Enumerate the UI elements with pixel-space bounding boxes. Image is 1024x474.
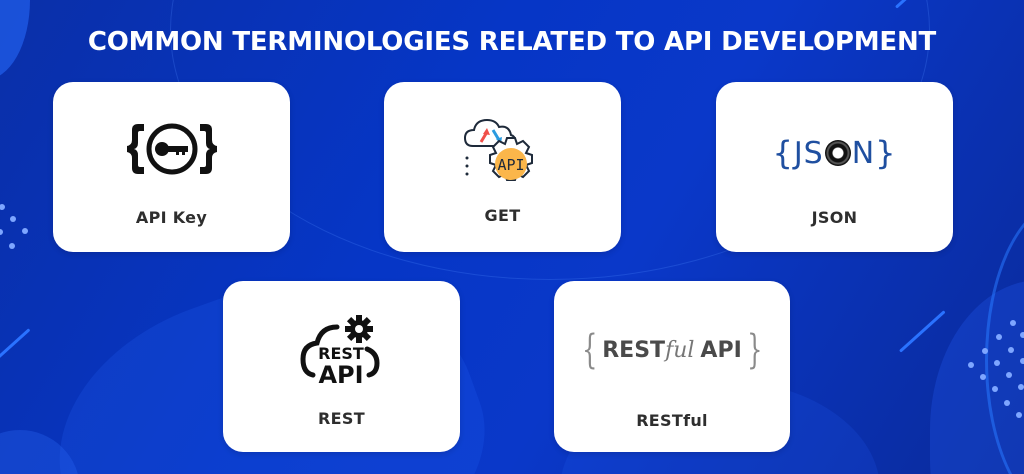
restful-api-logo: { REST ful API } bbox=[581, 327, 763, 373]
card-restful: { REST ful API } RESTful bbox=[554, 281, 790, 452]
json-o-ring-icon bbox=[824, 140, 851, 166]
card-label: RESTful bbox=[636, 411, 708, 430]
json-logo: { J S N } bbox=[772, 134, 897, 172]
card-label: JSON bbox=[811, 208, 858, 227]
card-label: API Key bbox=[135, 208, 208, 227]
card-label: REST bbox=[318, 409, 365, 428]
rest-icon-text: REST bbox=[318, 344, 364, 363]
rest-api-cloud-icon: REST API bbox=[223, 315, 460, 387]
api-key-icon bbox=[53, 120, 290, 178]
card-label: GET bbox=[484, 206, 521, 225]
get-icon-text: API bbox=[497, 156, 524, 174]
cloud-api-gear-icon: API bbox=[384, 116, 621, 192]
card-api-key: API Key bbox=[53, 82, 290, 252]
card-get: API GET bbox=[384, 82, 621, 252]
page-title: COMMON TERMINOLOGIES RELATED TO API DEVE… bbox=[87, 27, 937, 57]
api-icon-text: API bbox=[318, 361, 363, 387]
card-json: { J S N } JSON bbox=[716, 82, 953, 252]
card-rest: REST API REST bbox=[223, 281, 460, 452]
